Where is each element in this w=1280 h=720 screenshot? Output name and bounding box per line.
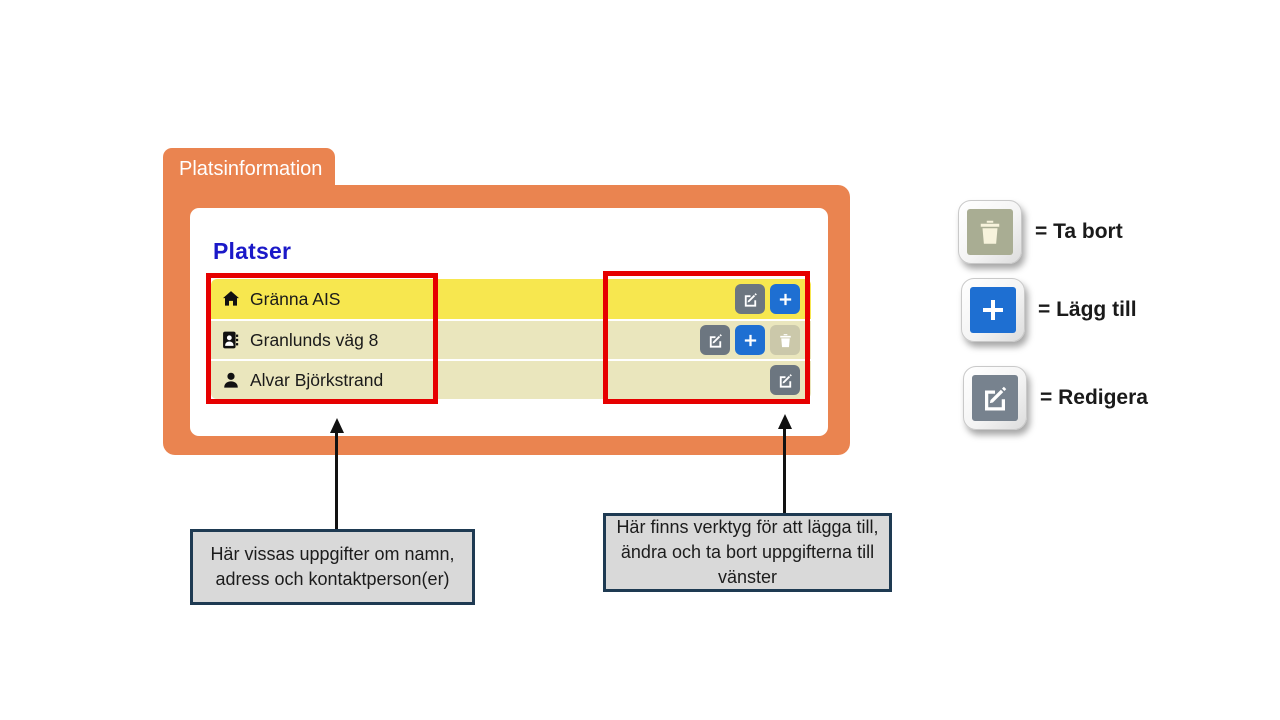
callout-line: vänster [717,567,778,587]
address-book-icon [221,330,241,350]
list-item-granna-ais[interactable]: Gränna AIS [211,279,811,319]
platser-list: Gränna AIS Granlunds vä [211,279,811,399]
arrow-shaft [783,429,786,513]
arrowhead [329,418,344,433]
edit-button[interactable] [735,284,765,314]
callout-line: ändra och ta bort uppgifterna till [620,542,875,562]
add-button[interactable] [735,325,765,355]
callout-tools: Här finns verktyg för att lägga till, än… [603,513,892,592]
tab-label: Platsinformation [179,157,323,180]
list-item-label: Gränna AIS [250,288,341,309]
list-item-granlunds-vag-8[interactable]: Granlunds väg 8 [211,319,811,359]
callout-line: Här finns verktyg för att lägga till, [616,517,879,537]
row-actions [735,284,800,314]
platser-card: Platser Gränna AIS [190,208,828,436]
callout-names: Här vissas uppgifter om namn, adress och… [190,529,475,605]
add-button[interactable] [770,284,800,314]
person-icon [221,370,241,390]
callout-line: Här vissas uppgifter om namn, [210,544,455,564]
arrowhead [777,414,792,429]
callout-line: adress och kontaktperson(er) [215,569,450,589]
edit-button[interactable] [700,325,730,355]
tab-platsinformation[interactable]: Platsinformation [163,148,335,190]
row-actions [700,325,800,355]
list-item-label: Alvar Björkstrand [250,369,384,390]
legend-item-add: = Lägg till [961,278,1137,342]
arrow-up-left [329,418,344,529]
legend-item-delete: = Ta bort [958,200,1123,264]
platsinformation-panel: Platser Gränna AIS [163,185,850,455]
list-item-alvar-bjorkstrand[interactable]: Alvar Björkstrand [211,359,811,399]
delete-button-disabled[interactable] [770,325,800,355]
trash-icon [967,209,1013,255]
list-item-label: Granlunds väg 8 [250,329,379,350]
row-actions [770,365,800,395]
legend-label: = Lägg till [1038,298,1137,321]
legend-label: = Redigera [1040,386,1148,409]
home-icon [221,289,241,309]
edit-button[interactable] [770,365,800,395]
keycap [961,278,1025,342]
keycap [958,200,1022,264]
legend-item-edit: = Redigera [963,366,1148,430]
plus-icon [970,287,1016,333]
keycap [963,366,1027,430]
arrow-up-right [777,414,792,513]
page-title: Platser [213,238,292,264]
arrow-shaft [335,433,338,529]
edit-icon [972,375,1018,421]
legend-label: = Ta bort [1035,220,1123,243]
